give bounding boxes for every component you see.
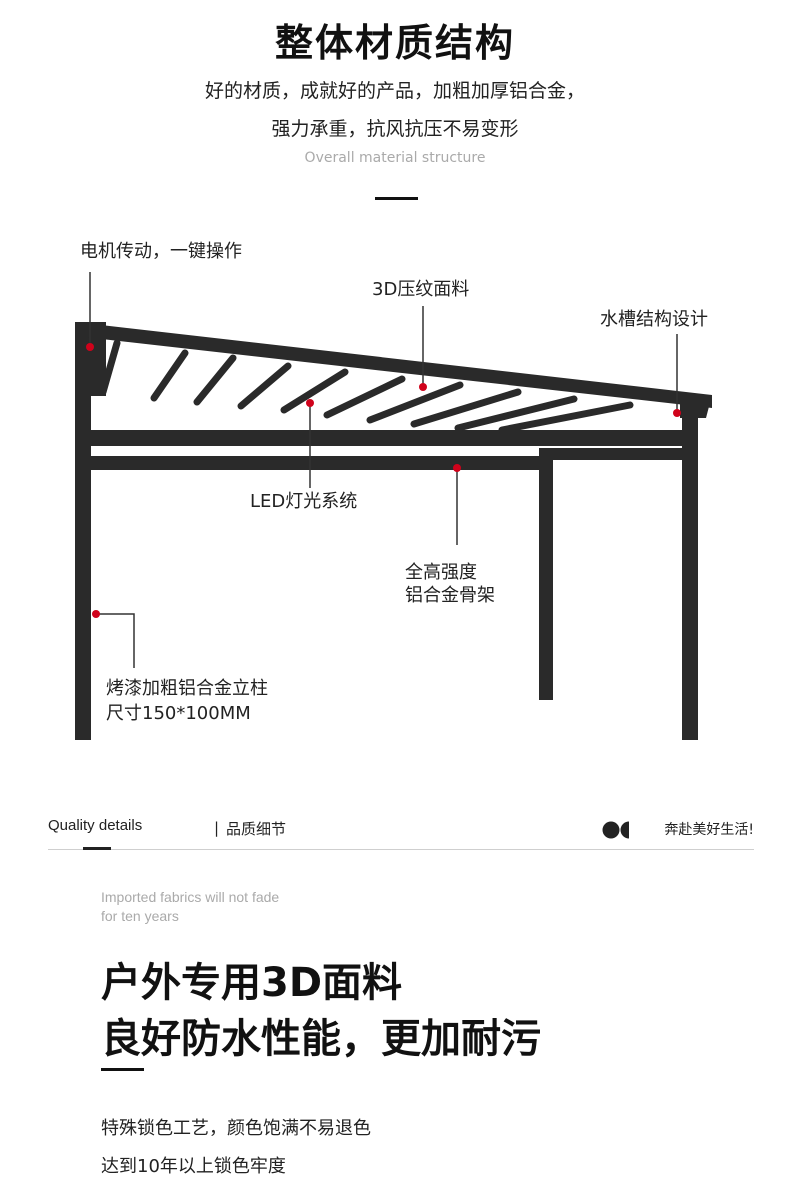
- feature-description-2: 达到10年以上锁色牢度: [101, 1156, 286, 1177]
- english-feature-caption: Imported fabrics will not fade for ten y…: [101, 888, 279, 926]
- section-divider-accent: [83, 847, 111, 850]
- intro-line-2: 强力承重，抗风抗压不易变形: [271, 118, 519, 140]
- right-post: [682, 412, 698, 740]
- slogan: 奔赴美好生活!: [664, 822, 754, 838]
- callout-frame-line-1: 全高强度: [405, 562, 477, 583]
- upper-beam: [90, 430, 695, 446]
- callout-motor: 电机传动，一键操作: [80, 241, 242, 262]
- callout-post-line-2: 尺寸150*100MM: [106, 703, 251, 724]
- english-caption-line-2: for ten years: [101, 908, 179, 924]
- callout-frame-line-2: 铝合金骨架: [405, 585, 495, 606]
- callout-led: LED灯光系统: [250, 491, 358, 512]
- quality-details-header: Quality details | 品质细节 奔赴美好生活!: [48, 817, 754, 847]
- feature-description-1: 特殊锁色工艺，颜色饱满不易退色: [101, 1118, 371, 1139]
- feature-divider: [101, 1068, 144, 1071]
- callout-gutter: 水槽结构设计: [600, 309, 708, 330]
- top-rail: [75, 322, 712, 408]
- callout-post-line-1: 烤漆加粗铝合金立柱: [106, 678, 268, 699]
- pergola-structure-diagram: 电机传动，一键操作 3D压纹面料 水槽结构设计 LED灯光系统 全高强度 铝合金…: [0, 220, 790, 760]
- title-divider: [375, 197, 418, 200]
- feature-headline-2: 良好防水性能，更加耐污: [101, 1016, 541, 1062]
- feature-headline-1: 户外专用3D面料: [101, 960, 403, 1006]
- quality-label-cn: 品质细节: [226, 820, 287, 838]
- quality-label: Quality details: [48, 817, 143, 834]
- lower-beam: [90, 456, 545, 470]
- pergola-frame-illustration: [75, 272, 712, 740]
- page-title: 整体材质结构: [274, 21, 515, 65]
- marker-dots: [86, 343, 681, 618]
- leader-lines: [89, 272, 678, 668]
- quality-separator: |: [214, 819, 220, 837]
- english-subtitle: Overall material structure: [304, 150, 486, 166]
- middle-post: [539, 448, 553, 700]
- english-caption-line-1: Imported fabrics will not fade: [101, 889, 280, 905]
- circle-icon: [602, 821, 636, 843]
- louver-slats: [99, 339, 634, 434]
- left-post: [75, 322, 91, 740]
- intro-line-1: 好的材质，成就好的产品，加粗加厚铝合金，: [204, 80, 585, 102]
- section-divider: [48, 849, 754, 850]
- callout-fabric: 3D压纹面料: [372, 279, 470, 300]
